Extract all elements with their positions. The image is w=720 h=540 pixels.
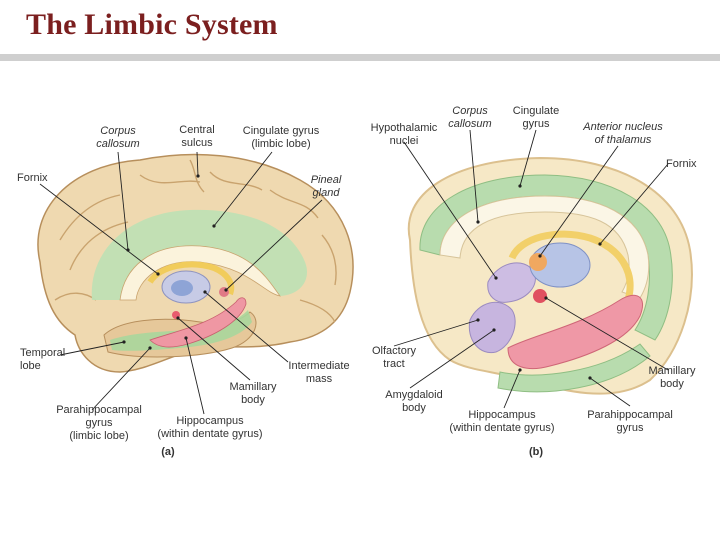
- label-a-cingulate-2: (limbic lobe): [251, 138, 310, 150]
- fornix-shape: [147, 261, 235, 296]
- label-a-mamillary-2: body: [241, 394, 265, 406]
- olfactory-shape: [468, 301, 516, 354]
- label-a-parahippocampal-2: gyrus: [86, 417, 113, 429]
- intermediate-mass-shape: [171, 280, 193, 296]
- label-a-hippocampus-1: Hippocampus: [176, 415, 244, 427]
- slide-title: The Limbic System: [26, 8, 278, 41]
- hypothalamus-shape: [487, 262, 536, 303]
- label-a-cingulate-1: Cingulate gyrus: [243, 125, 320, 137]
- label-a-parahippocampal-1: Parahippocampal: [56, 404, 142, 416]
- label-a-pineal-1: Pineal: [311, 174, 342, 186]
- label-b-hippocampus-2: (within dentate gyrus): [449, 422, 554, 434]
- panel-a-tag: (a): [161, 446, 175, 458]
- label-a-pineal-2: gland: [313, 187, 341, 199]
- label-a-intermediate-1: Intermediate: [288, 360, 349, 372]
- cingulate-gyrus-band: [91, 209, 308, 300]
- label-b-hippocampus-1: Hippocampus: [468, 409, 536, 421]
- label-b-anterior-2: of thalamus: [595, 134, 652, 146]
- fornix-arc: [508, 230, 634, 301]
- label-b-amygdaloid-2: body: [402, 402, 426, 414]
- label-a-fornix: Fornix: [17, 172, 48, 184]
- label-a-temporal-1: Temporal: [20, 347, 65, 359]
- panel-a-labels: Corpus callosum Central sulcus Cingulate…: [17, 124, 350, 458]
- label-a-intermediate-2: mass: [306, 373, 333, 385]
- label-b-hypothalamic-2: nuclei: [390, 135, 419, 147]
- label-b-parahippocampal-1: Parahippocampal: [587, 409, 673, 421]
- title-divider: [0, 54, 720, 61]
- label-b-corpus-callosum-2: callosum: [448, 118, 491, 130]
- label-b-mamillary-1: Mamillary: [648, 365, 696, 377]
- panel-a-illustration: [37, 153, 354, 373]
- label-a-corpus-callosum-2: callosum: [96, 138, 139, 150]
- label-b-cingulate-2: gyrus: [523, 118, 550, 130]
- label-a-hippocampus-2: (within dentate gyrus): [157, 428, 262, 440]
- hippocampus-b: [507, 294, 643, 370]
- label-b-hypothalamic-1: Hypothalamic: [371, 122, 438, 134]
- label-b-mamillary-2: body: [660, 378, 684, 390]
- label-b-fornix: Fornix: [666, 158, 697, 170]
- label-b-corpus-callosum-1: Corpus: [452, 105, 488, 117]
- label-b-cingulate-1: Cingulate: [513, 105, 559, 117]
- label-a-mamillary-1: Mamillary: [229, 381, 277, 393]
- label-b-parahippocampal-2: gyrus: [617, 422, 644, 434]
- mamillary-b-shape: [533, 289, 547, 303]
- anterior-nucleus-shape: [529, 253, 547, 271]
- panel-b-tag: (b): [529, 446, 543, 458]
- label-a-parahippocampal-3: (limbic lobe): [69, 430, 128, 442]
- leader-lines: [39, 129, 669, 415]
- panel-b-illustration: [407, 156, 693, 395]
- hippocampus-shape: [149, 297, 247, 348]
- label-a-temporal-2: lobe: [20, 360, 41, 372]
- parahippocampal-b: [497, 343, 651, 393]
- label-b-olfactory-2: tract: [383, 358, 404, 370]
- label-b-anterior-1: Anterior nucleus: [582, 121, 663, 133]
- parahippocampal-band: [110, 310, 252, 351]
- label-a-corpus-callosum-1: Corpus: [100, 125, 136, 137]
- label-b-olfactory-1: Olfactory: [372, 345, 417, 357]
- label-b-amygdaloid-1: Amygdaloid: [385, 389, 442, 401]
- panel-b-labels: Hypothalamic nuclei Corpus callosum Cing…: [371, 105, 697, 458]
- label-a-central-sulcus-2: sulcus: [181, 137, 213, 149]
- label-a-central-sulcus-1: Central: [179, 124, 214, 136]
